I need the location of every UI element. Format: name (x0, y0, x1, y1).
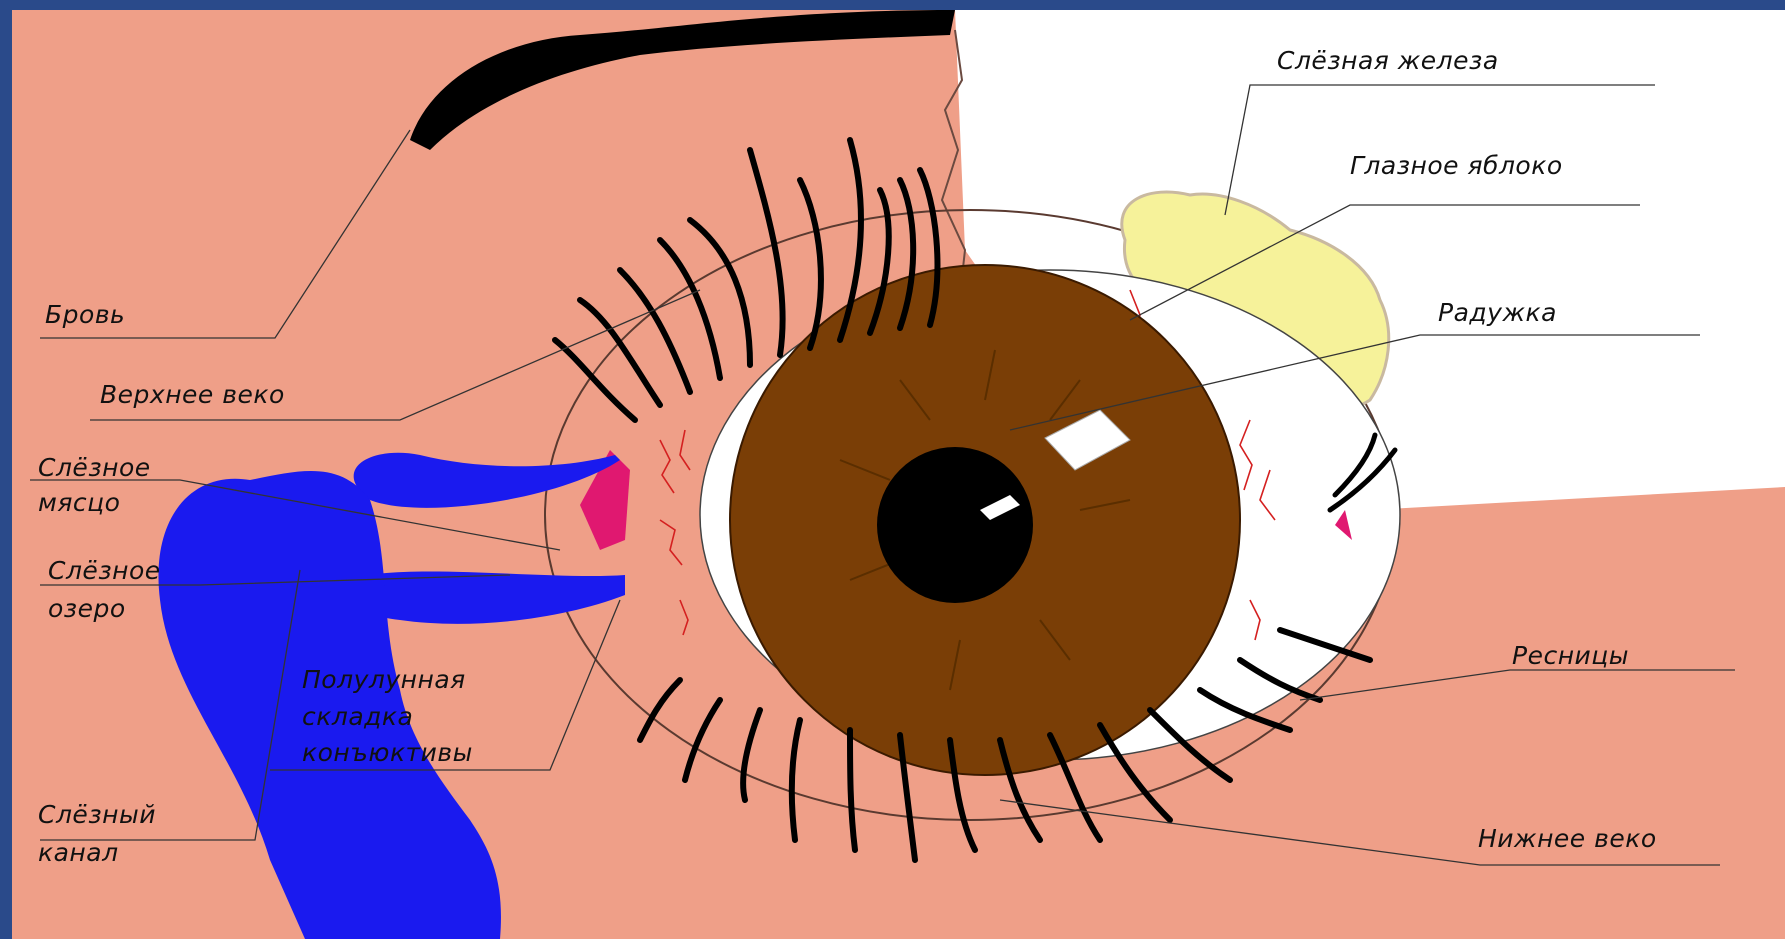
label-eyebrow: Бровь (45, 302, 125, 327)
label-lower-eyelid: Нижнее веко (1478, 826, 1657, 851)
label-iris: Радужка (1438, 300, 1557, 325)
label-semilunar-fold-line1: Полулунная (302, 667, 466, 692)
label-lacrimal-gland: Слёзная железа (1277, 48, 1499, 73)
label-lacrimal-canal-line2: канал (38, 840, 119, 865)
pupil (877, 447, 1033, 603)
label-eyelashes: Ресницы (1512, 643, 1629, 668)
label-semilunar-fold-line2: складка (302, 704, 413, 729)
label-upper-eyelid: Верхнее веко (100, 382, 285, 407)
label-lacrimal-canal-line1: Слёзный (38, 802, 156, 827)
label-lacrimal-lake-line2: озеро (48, 596, 126, 621)
label-semilunar-fold-line3: конъюктивы (302, 740, 473, 765)
label-lacrimal-caruncle-line2: мясцо (38, 490, 120, 515)
label-lacrimal-caruncle-line1: Слёзное (38, 455, 151, 480)
label-eyeball: Глазное яблоко (1350, 153, 1563, 178)
label-lacrimal-lake-line1: Слёзное (48, 558, 161, 583)
